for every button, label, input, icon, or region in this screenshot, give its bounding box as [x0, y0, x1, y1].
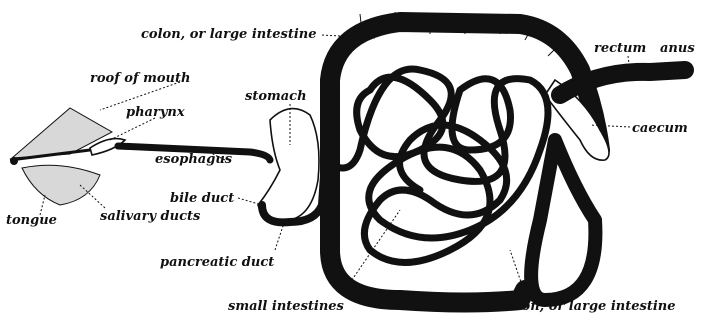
label-caecum: caecum	[632, 121, 688, 136]
label-salivary-ducts: salivary ducts	[100, 209, 201, 224]
tongue-shape	[22, 165, 100, 205]
mouth-region	[10, 108, 125, 205]
label-bile-duct: bile duct	[170, 191, 234, 206]
label-stomach: stomach	[245, 89, 307, 104]
lip-dot	[10, 157, 18, 165]
small-intestines-tangle	[325, 69, 548, 263]
label-rectum: rectum	[594, 41, 646, 56]
label-anus: anus	[660, 41, 695, 56]
colon-loop-right-inner	[531, 140, 595, 300]
label-pancreatic-duct: pancreatic duct	[160, 255, 274, 270]
label-tongue: tongue	[6, 213, 57, 228]
label-colon-top: colon, or large intestine	[141, 27, 317, 42]
label-roof-of-mouth: roof of mouth	[90, 71, 190, 86]
label-pharynx: pharynx	[126, 105, 185, 120]
label-colon-bottom: colon, or large intestine	[500, 299, 676, 314]
label-small-intestines: small intestines	[228, 299, 345, 314]
stomach-shape	[258, 109, 319, 221]
label-esophagus: esophagus	[155, 152, 233, 167]
